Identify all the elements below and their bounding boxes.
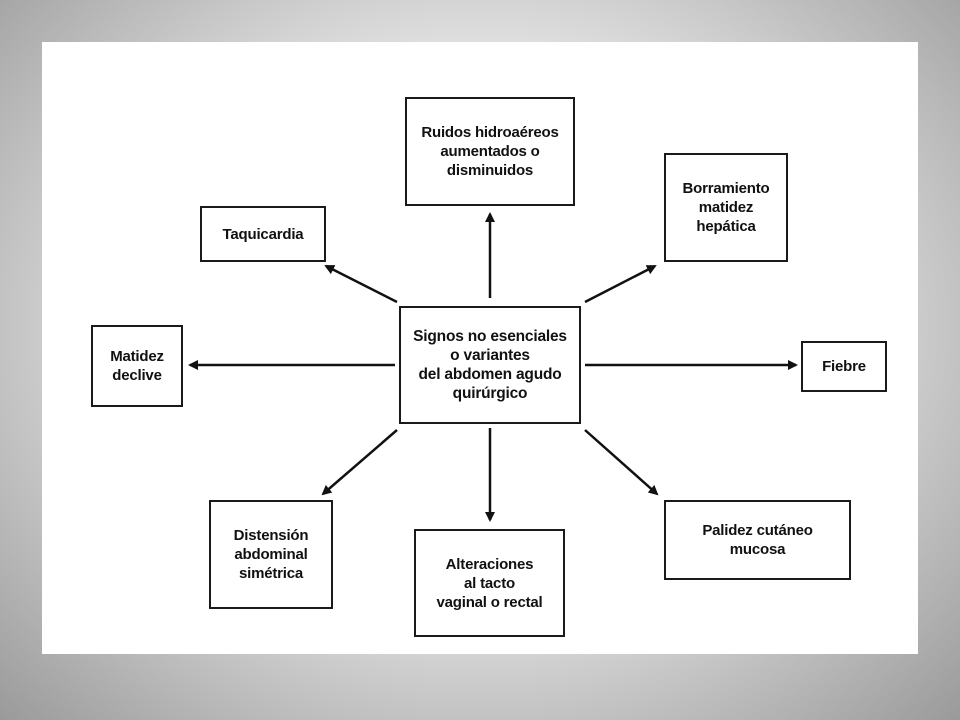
central-concept-box: Signos no esenciales o variantes del abd… — [399, 306, 581, 424]
node-alteraciones-tacto: Alteraciones al tacto vaginal o rectal — [414, 529, 565, 637]
node-alteraciones-label: Alteraciones al tacto vaginal o rectal — [436, 555, 543, 611]
node-fiebre: Fiebre — [801, 341, 887, 392]
node-borramiento-matidez: Borramiento matidez hepática — [664, 153, 788, 262]
node-fiebre-label: Fiebre — [822, 358, 866, 375]
node-borramiento-label: Borramiento matidez hepática — [682, 180, 770, 235]
node-matidez-declive: Matidez declive — [91, 325, 183, 407]
node-palidez-cutaneo: Palidez cutáneo mucosa — [664, 500, 851, 580]
node-taquicardia-label: Taquicardia — [222, 225, 304, 243]
arrow-to-borramiento — [584, 264, 657, 304]
node-ruidos-label: Ruidos hidroaéreos aumentados o disminui… — [421, 124, 559, 179]
arrow-to-taquicardia — [324, 264, 398, 304]
node-distension-label: Distensión abdominal simétrica — [233, 527, 309, 582]
node-palidez-label: Palidez cutáneo mucosa — [702, 522, 813, 558]
node-matidez-label: Matidez declive — [110, 348, 164, 384]
arrow-to-distension — [321, 429, 398, 496]
node-taquicardia: Taquicardia — [200, 206, 326, 262]
arrow-to-palidez — [584, 429, 659, 496]
central-concept-label: Signos no esenciales o variantes del abd… — [413, 328, 567, 402]
node-ruidos-hidroaereos: Ruidos hidroaéreos aumentados o disminui… — [405, 97, 575, 206]
node-distension-abdominal: Distensión abdominal simétrica — [209, 500, 333, 609]
